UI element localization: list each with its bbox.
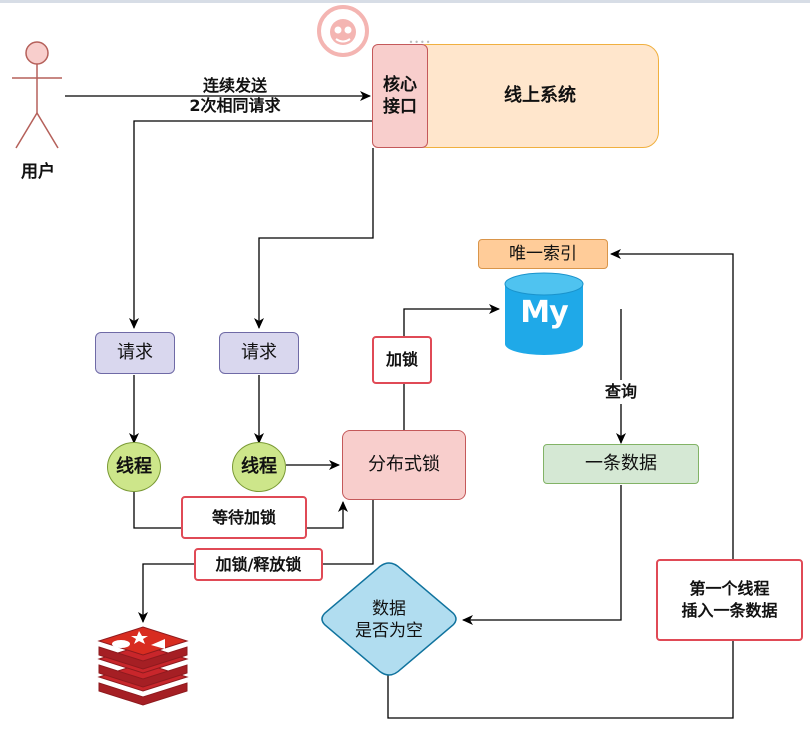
add-lock-label: 加锁 bbox=[372, 336, 432, 384]
watermark-monkey-icon bbox=[317, 5, 369, 57]
decision-diamond-shape bbox=[321, 562, 457, 676]
distributed-lock-box[interactable]: 分布式锁 bbox=[342, 430, 466, 500]
user-label: 用户 bbox=[21, 162, 55, 182]
mysql-database-icon bbox=[504, 272, 584, 355]
request-box-1[interactable]: 请求 bbox=[95, 332, 175, 374]
thread-node-2[interactable]: 线程 bbox=[232, 442, 286, 492]
first-insert-label: 第一个线程 插入一条数据 bbox=[656, 559, 803, 641]
mysql-logo-text: My bbox=[520, 295, 568, 330]
edge-record-to-decision bbox=[462, 485, 622, 625]
thread-node-1[interactable]: 线程 bbox=[107, 442, 161, 492]
edge-decision-to-index bbox=[387, 249, 734, 719]
user-actor-icon bbox=[12, 41, 62, 149]
edge-lock-to-mysql bbox=[403, 304, 500, 430]
request-edge-label: 连续发送 2次相同请求 bbox=[189, 76, 281, 115]
wait-lock-label: 等待加锁 bbox=[181, 496, 307, 539]
request-box-2[interactable]: 请求 bbox=[219, 332, 299, 374]
online-system-box[interactable]: 线上系统 bbox=[411, 44, 659, 148]
decision-label[interactable]: 数据 是否为空 bbox=[355, 599, 423, 641]
lock-release-label: 加锁/释放锁 bbox=[194, 548, 323, 581]
edge-core-to-request-1 bbox=[129, 120, 372, 329]
unique-index-box[interactable]: 唯一索引 bbox=[478, 239, 608, 269]
one-record-box[interactable]: 一条数据 bbox=[543, 444, 699, 484]
top-border bbox=[0, 0, 810, 3]
watermark-dots: •••• bbox=[408, 38, 432, 47]
redis-icon bbox=[97, 626, 189, 706]
query-label: 查询 bbox=[597, 380, 645, 404]
edge-core-to-request-2 bbox=[254, 148, 374, 329]
core-interface-box[interactable]: 核心 接口 bbox=[372, 44, 428, 148]
